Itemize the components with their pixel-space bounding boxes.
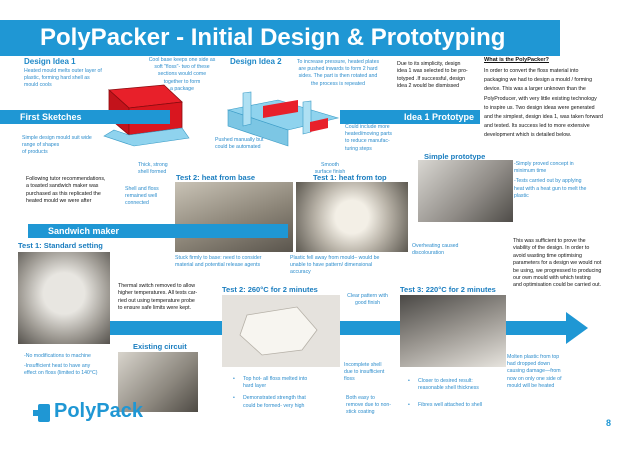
- simple-prototype-heading: Simple prototype: [424, 152, 486, 161]
- existing-circuit-heading: Existing circuit: [133, 342, 187, 351]
- sandwich-maker-band: Sandwich maker: [28, 224, 288, 238]
- test1-top-photo: [296, 182, 408, 252]
- progress-arrow-head: [566, 312, 588, 344]
- idea1-prototype-band: Idea 1 Prototype: [340, 110, 480, 124]
- polypacker-info-text: In order to convert the floss material i…: [484, 68, 603, 139]
- test3-220-heading: Test 3: 220°C for 2 minutes: [400, 285, 496, 294]
- design-idea-2-heading: Design Idea 2: [230, 57, 282, 66]
- test2-base-heading: Test 2: heat from base: [176, 173, 256, 182]
- simple-prototype-photo: [418, 160, 513, 222]
- test2-260-heading: Test 2: 260°C for 2 minutes: [222, 285, 318, 294]
- first-sketches-band: First Sketches: [0, 110, 170, 124]
- sandwich-maker-text: Following tutor recommendations,a toaste…: [26, 176, 106, 205]
- test2-260-photo: [222, 295, 340, 367]
- test1-top-heading: Test 1: heat from top: [313, 173, 387, 182]
- polypacker-info-box: What is the PolyPacker? In order to conv…: [484, 56, 634, 159]
- page-title: PolyPacker - Initial Design & Prototypin…: [40, 24, 506, 51]
- polypack-logo-text: PolyPack: [54, 400, 143, 422]
- title-banner: [0, 20, 560, 56]
- page-number: 8: [606, 418, 612, 428]
- list-item: •Closer to desired result:reasonable she…: [408, 378, 479, 392]
- no-modifications-note: -No modifications to machine-Insufficien…: [24, 353, 98, 377]
- list-item: •Fibres well attached to shell: [408, 402, 483, 409]
- existing-circuit-photo: [118, 352, 198, 412]
- test2-base-photo: [175, 182, 293, 252]
- polypack-logo-icon: [33, 404, 50, 422]
- test1-standard-heading: Test 1: Standard setting: [18, 241, 103, 250]
- test3-bullets: •Closer to desired result:reasonable she…: [408, 378, 513, 410]
- design-idea-2-sketch: [226, 91, 340, 147]
- test3-220-photo: [400, 295, 506, 367]
- design-idea-1-heading: Design Idea 1: [24, 57, 76, 66]
- test1-standard-photo: [18, 252, 110, 344]
- polypacker-info-heading: What is the PolyPacker?: [484, 57, 549, 63]
